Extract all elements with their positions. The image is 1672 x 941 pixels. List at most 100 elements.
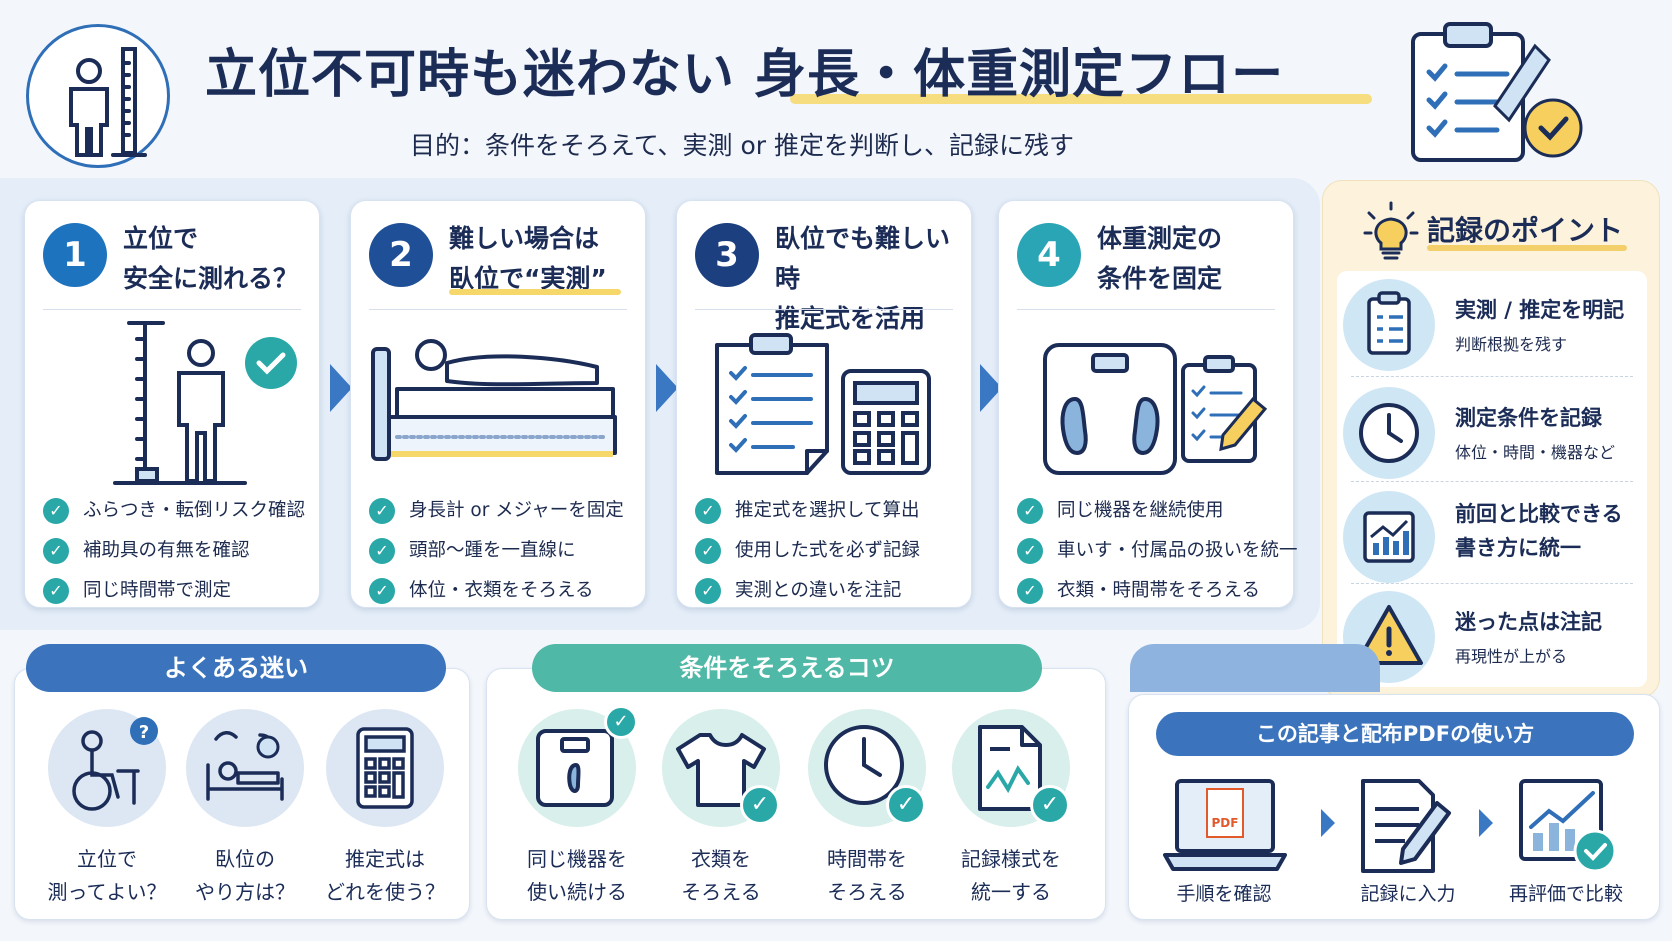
check-icon: ✓ — [369, 578, 395, 604]
confusions-title: よくある迷い — [26, 644, 446, 692]
confusion-item: 推定式は どれを使う？ — [315, 709, 455, 909]
point-item: 測定条件を記録 体位・時間・機器など — [1337, 379, 1647, 487]
check-icon: ✓ — [604, 705, 638, 739]
point-item: 前回と比較できる 書き方に統一 — [1337, 483, 1647, 591]
scale-icon: ✓ — [518, 705, 638, 827]
list-item: ✓実測との違いを注記 — [695, 571, 920, 611]
points-title: 記録のポイント — [1427, 214, 1624, 247]
chart-check-icon — [1515, 775, 1619, 879]
standing-measure-icon — [41, 319, 303, 489]
list-item: ✓体位・衣類をそろえる — [369, 571, 624, 611]
check-icon: ✓ — [1017, 578, 1043, 604]
divider — [1017, 309, 1275, 310]
clipboard-calculator-icon — [693, 319, 955, 489]
arrow-right-icon — [656, 364, 678, 412]
list-item: ✓同じ時間帯で測定 — [43, 571, 305, 611]
check-icon: ✓ — [740, 785, 780, 825]
check-icon: ✓ — [695, 538, 721, 564]
confusion-item: 臥位の やり方は？ — [175, 709, 315, 909]
tip-item: ✓ 時間帯を そろえる — [797, 709, 937, 909]
arrow-right-icon — [1479, 809, 1493, 837]
confusions-section: ? 立位で 測ってよい？ 臥位の やり方は？ 推定式は どれを使う？ — [14, 668, 470, 920]
tips-title: 条件をそろえるコツ — [532, 644, 1042, 692]
title-highlight — [1427, 245, 1627, 251]
lightbulb-icon — [1363, 201, 1419, 265]
calculator-icon — [326, 709, 444, 827]
check-icon: ✓ — [1030, 785, 1070, 825]
step-title: 難しい場合は 臥位で“実測” — [449, 224, 607, 293]
confusion-item: ? 立位で 測ってよい？ — [37, 709, 177, 909]
clock-icon — [1343, 387, 1435, 479]
step-card-2: 2 難しい場合は 臥位で“実測” ✓身長計 or メジャーを固定 ✓頭部〜踵を一… — [350, 200, 646, 608]
tips-section: ✓ 同じ機器を 使い続ける ✓ 衣類を そろえる ✓ 時間帯を そろえる ✓ 記… — [486, 668, 1106, 920]
arrow-right-icon — [980, 364, 1002, 412]
tab-decor — [1130, 644, 1380, 692]
list-item: ✓補助具の有無を確認 — [43, 531, 305, 571]
check-icon: ✓ — [43, 578, 69, 604]
check-icon: ✓ — [886, 785, 926, 825]
clipboard-check-icon — [1405, 16, 1585, 166]
list-item: ✓車いす・付属品の扱いを統一 — [1017, 531, 1298, 571]
pdf-step-label: 手順を確認 — [1176, 883, 1272, 905]
list-item: ✓衣類・時間帯をそろえる — [1017, 571, 1298, 611]
shirt-icon: ✓ — [662, 709, 780, 827]
step-card-1: 1 立位で 安全に測れる？ ✓ふらつき・転倒リスク確認 ✓補助具の有無を確認 ✓… — [24, 200, 320, 608]
page-title: 立位不可時も迷わない 身長・体重測定フロー — [205, 45, 1285, 105]
document-chart-icon: ✓ — [952, 709, 1070, 827]
check-icon: ✓ — [1017, 538, 1043, 564]
height-measure-logo — [26, 24, 170, 168]
step-number: 2 — [369, 223, 433, 287]
clipboard-icon — [1343, 279, 1435, 371]
check-icon: ✓ — [695, 578, 721, 604]
step-title: 臥位でも難しい時 推定式を活用 — [775, 224, 951, 333]
title-highlight — [449, 289, 621, 295]
divider — [1351, 583, 1633, 584]
list-item: ✓ふらつき・転倒リスク確認 — [43, 491, 305, 531]
pdf-text: PDF — [1212, 816, 1239, 830]
divider — [369, 309, 627, 310]
list-item: ✓使用した式を必ず記録 — [695, 531, 920, 571]
step-title: 体重測定の 条件を固定 — [1097, 224, 1223, 293]
lying-bed-icon — [367, 319, 629, 489]
divider — [1351, 481, 1633, 482]
step-card-4: 4 体重測定の 条件を固定 ✓同じ機器を継続使用 ✓車いす・付属品の扱いを統一 … — [998, 200, 1298, 608]
list-item: ✓同じ機器を継続使用 — [1017, 491, 1298, 531]
record-points-panel: 記録のポイント 実測 / 推定を明記 判断根拠を残す 測定条件を記録 体位・時間… — [1322, 180, 1660, 698]
point-item: 迷った点は注記 再現性が上がる — [1337, 583, 1647, 691]
chart-icon — [1343, 491, 1435, 583]
document-pen-icon — [1357, 775, 1461, 879]
scale-clipboard-icon — [1015, 319, 1277, 489]
check-icon: ✓ — [695, 498, 721, 524]
points-list: 実測 / 推定を明記 判断根拠を残す 測定条件を記録 体位・時間・機器など 前回… — [1337, 271, 1647, 687]
pdf-step-label: 再評価で比較 — [1508, 883, 1623, 905]
person-height-icon — [69, 47, 147, 157]
pdf-usage-title: この記事と配布PDFの使い方 — [1156, 712, 1634, 756]
check-icon: ✓ — [1017, 498, 1043, 524]
arrow-right-icon — [1321, 809, 1335, 837]
divider — [695, 309, 953, 310]
pdf-step-label: 記録に入力 — [1360, 883, 1456, 905]
tip-item: ✓ 同じ機器を 使い続ける — [507, 705, 647, 909]
check-icon: ✓ — [369, 498, 395, 524]
step-number: 1 — [43, 223, 107, 287]
laptop-pdf-icon: PDF — [1163, 777, 1287, 877]
tip-item: ✓ 衣類を そろえる — [651, 709, 791, 909]
check-icon: ✓ — [43, 538, 69, 564]
point-item: 実測 / 推定を明記 判断根拠を残す — [1337, 271, 1647, 379]
list-item: ✓身長計 or メジャーを固定 — [369, 491, 624, 531]
list-item: ✓推定式を選択して算出 — [695, 491, 920, 531]
title-highlight — [790, 94, 1372, 104]
wheelchair-question-icon: ? — [48, 709, 166, 827]
check-icon: ✓ — [369, 538, 395, 564]
page-subtitle: 目的：条件をそろえて、実測 or 推定を判断し、記録に残す — [410, 131, 1074, 160]
divider — [43, 309, 301, 310]
arrow-right-icon — [330, 364, 352, 412]
divider — [1351, 376, 1633, 377]
check-icon: ✓ — [43, 498, 69, 524]
step-number: 3 — [695, 223, 759, 287]
step-card-3: 3 臥位でも難しい時 推定式を活用 ✓推定式を選択して算出 ✓使用した式 — [676, 200, 972, 608]
svg-text:?: ? — [139, 722, 149, 743]
clock-icon: ✓ — [808, 709, 926, 827]
step-number: 4 — [1017, 223, 1081, 287]
bed-rotate-icon — [186, 709, 304, 827]
